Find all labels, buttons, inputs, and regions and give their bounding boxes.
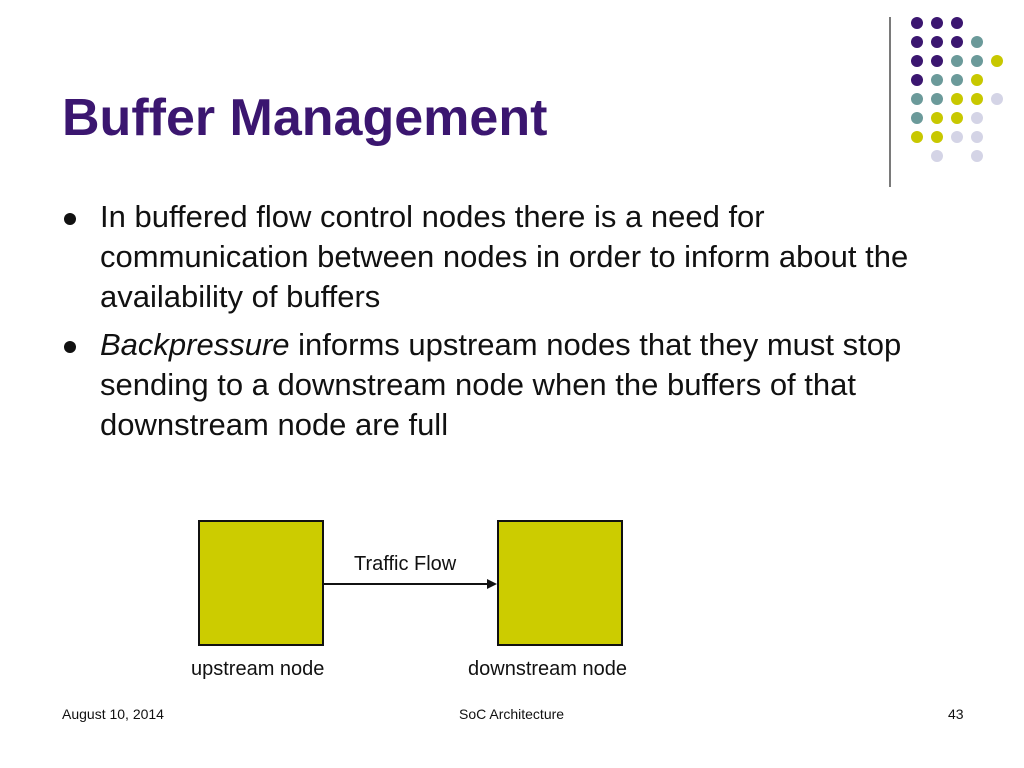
slide-title: Buffer Management (62, 89, 548, 147)
dot (911, 74, 923, 86)
dot (931, 131, 943, 143)
dot (931, 112, 943, 124)
dot (971, 36, 983, 48)
bullet-icon (64, 213, 76, 225)
bullet-item: In buffered flow control nodes there is … (60, 197, 960, 317)
dot (991, 93, 1003, 105)
bullet-text: informs upstream nodes that they must st… (100, 327, 902, 442)
dot (931, 17, 943, 29)
dot (971, 74, 983, 86)
downstream-node-box (497, 520, 623, 646)
bullet-emphasis: Backpressure (100, 327, 290, 362)
bullet-text: In buffered flow control nodes there is … (100, 199, 909, 314)
dot (911, 131, 923, 143)
dot (931, 36, 943, 48)
page-number: 43 (948, 706, 964, 722)
dot (951, 93, 963, 105)
dot (911, 36, 923, 48)
bullet-item: Backpressure informs upstream nodes that… (60, 325, 960, 445)
dot (951, 131, 963, 143)
dot (971, 131, 983, 143)
dot (971, 93, 983, 105)
dot (911, 55, 923, 67)
dot (931, 93, 943, 105)
traffic-flow-arrow-icon (324, 579, 497, 589)
dot (951, 74, 963, 86)
dot (931, 55, 943, 67)
dot (971, 150, 983, 162)
decorative-dot-grid (911, 17, 1003, 162)
dot (951, 17, 963, 29)
bullet-icon (64, 341, 76, 353)
dot (951, 36, 963, 48)
upstream-node-box (198, 520, 324, 646)
dot (991, 55, 1003, 67)
dot (911, 112, 923, 124)
dot (911, 17, 923, 29)
vertical-divider (889, 17, 891, 187)
dot (911, 93, 923, 105)
dot (951, 112, 963, 124)
traffic-flow-label: Traffic Flow (354, 553, 457, 575)
dot (951, 55, 963, 67)
upstream-node-label: upstream node (191, 658, 325, 680)
footer-date: August 10, 2014 (62, 706, 164, 722)
downstream-node-label: downstream node (468, 658, 627, 680)
dot (971, 55, 983, 67)
bullet-list: In buffered flow control nodes there is … (60, 197, 960, 453)
footer-title: SoC Architecture (459, 706, 565, 722)
dot (971, 112, 983, 124)
dot (931, 150, 943, 162)
dot (931, 74, 943, 86)
